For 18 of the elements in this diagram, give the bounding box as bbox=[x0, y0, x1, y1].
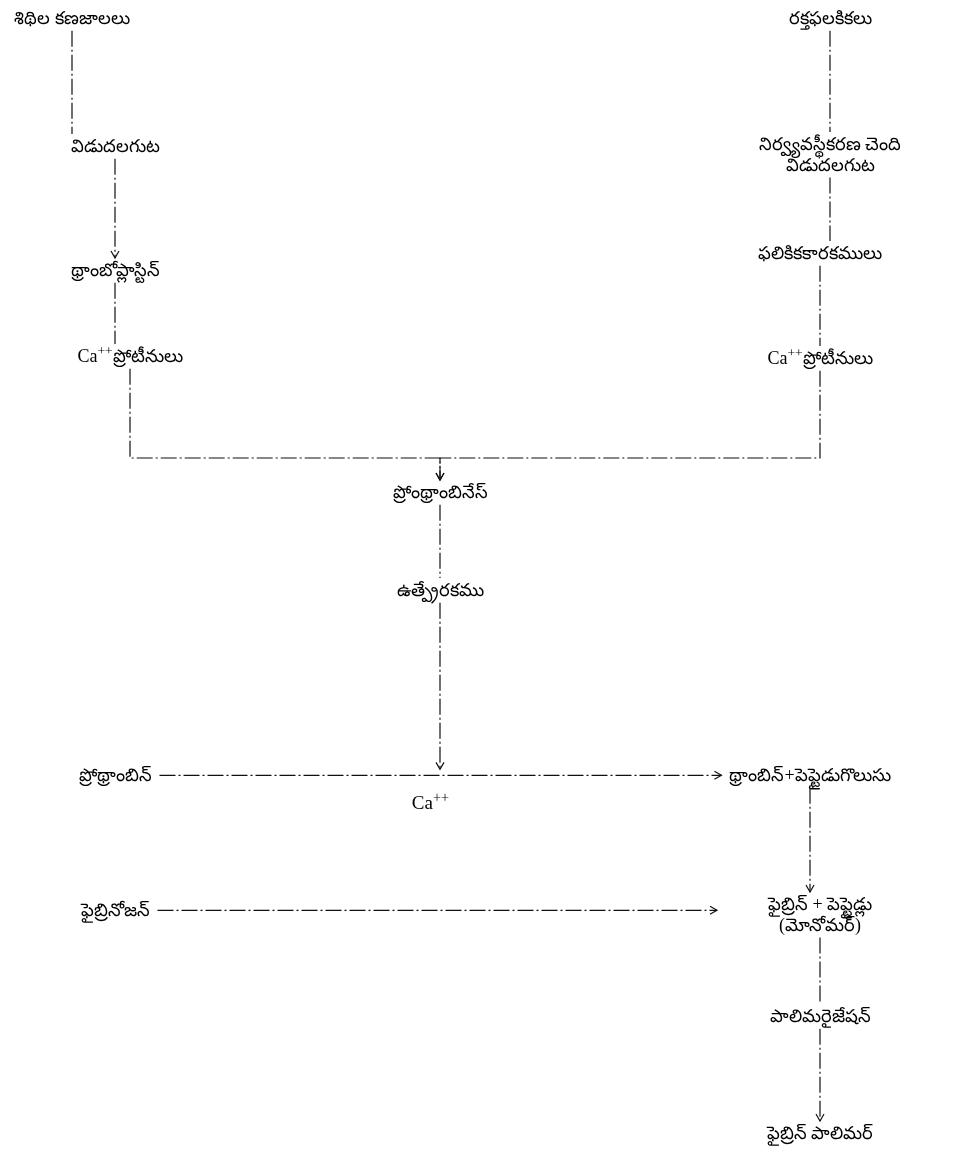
text-node: ప్రోంథ్రాంబినేస్ bbox=[392, 482, 488, 503]
text-node: Ca$^{++}$ప్రోటీనులు bbox=[77, 346, 183, 367]
text-node: పాలిమరైజేషన్ bbox=[769, 1006, 871, 1027]
arrow bbox=[158, 770, 722, 780]
arrow bbox=[435, 370, 821, 481]
arrow bbox=[815, 1028, 825, 1122]
text-node: Ca$^{++}$ప్రోటీనులు bbox=[767, 348, 873, 369]
arrow bbox=[110, 158, 120, 259]
text-node: శిథిల కణజాలలు bbox=[14, 8, 130, 29]
text-node: రక్తఫలకికలు bbox=[788, 8, 872, 29]
arrow bbox=[156, 905, 718, 915]
text-node: ప్రోథ్రాంబిన్ bbox=[78, 765, 152, 786]
text-node: ఫలికికకారకములు bbox=[758, 243, 882, 264]
text-node: థ్రాంబోప్లాస్టిన్ bbox=[70, 260, 160, 281]
arrow bbox=[435, 602, 445, 770]
arrow bbox=[805, 787, 815, 893]
text-node: ఫైబ్రిన్ పాలిమర్ bbox=[766, 1123, 874, 1144]
text-node: ఫైబ్రినోజన్ bbox=[80, 900, 150, 921]
